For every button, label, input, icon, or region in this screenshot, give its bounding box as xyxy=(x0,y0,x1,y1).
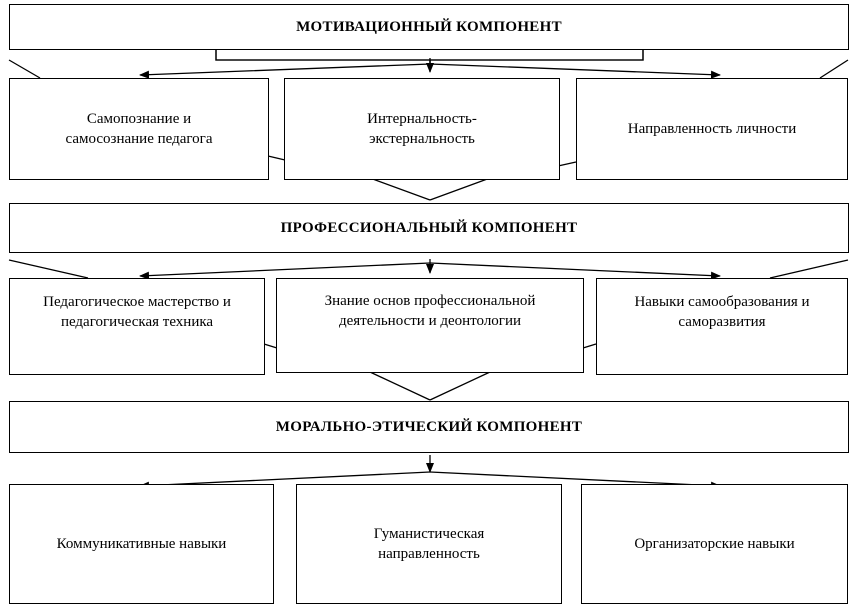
organizational-skills-box: Организаторские навыки xyxy=(581,484,848,604)
professional-knowledge-box: Знание основ профессиональной деятельност… xyxy=(276,278,584,373)
professional-component-header: ПРОФЕССИОНАЛЬНЫЙ КОМПОНЕНТ xyxy=(9,203,849,253)
motivational-component-header: МОТИВАЦИОННЫЙ КОМПОНЕНТ xyxy=(9,4,849,50)
humanistic-orientation-line1: Гуманистическая xyxy=(373,526,485,542)
self-knowledge-line2: самосознание педагога xyxy=(65,131,213,147)
internality-box: Интернальность-экстернальность xyxy=(284,78,560,180)
arrow-left-1 xyxy=(139,49,431,79)
pedagogical-mastery-line2: педагогическая техника xyxy=(60,313,214,330)
humanistic-orientation-line2: направленность xyxy=(378,546,480,562)
self-education-line2: саморазвития xyxy=(678,313,766,330)
humanistic-orientation-box: Гуманистическая направленность xyxy=(296,484,562,604)
arrow-right-1 xyxy=(429,49,721,79)
self-education-box: Навыки самообразования и саморазвития xyxy=(596,278,848,375)
personality-orientation-line1: Направленность личности xyxy=(627,121,797,137)
communicative-skills-box: Коммуникативные навыки xyxy=(9,484,274,604)
professional-knowledge-line2: деятельности и деонтологии xyxy=(338,312,522,329)
pedagogical-mastery-box: Педагогическое мастерство и педагогическа… xyxy=(9,278,265,375)
self-education-line1: Навыки самообразования и xyxy=(634,293,810,310)
internality-line2: экстернальность xyxy=(369,131,475,147)
self-knowledge-line1: Самопознание и xyxy=(86,111,192,127)
organizational-skills-line1: Организаторские навыки xyxy=(634,536,795,552)
self-knowledge-box: Самопознание и самосознание педагога xyxy=(9,78,269,180)
moral-ethical-component-header: МОРАЛЬНО-ЭТИЧЕСКИЙ КОМПОНЕНТ xyxy=(9,401,849,453)
pedagogical-mastery-line1: Педагогическое мастерство и xyxy=(43,293,231,310)
communicative-skills-line1: Коммуникативные навыки xyxy=(56,536,227,552)
professional-knowledge-line1: Знание основ профессиональной xyxy=(324,292,536,309)
internality-line1: Интернальность- xyxy=(367,111,477,127)
personality-orientation-box: Направленность личности xyxy=(576,78,848,180)
